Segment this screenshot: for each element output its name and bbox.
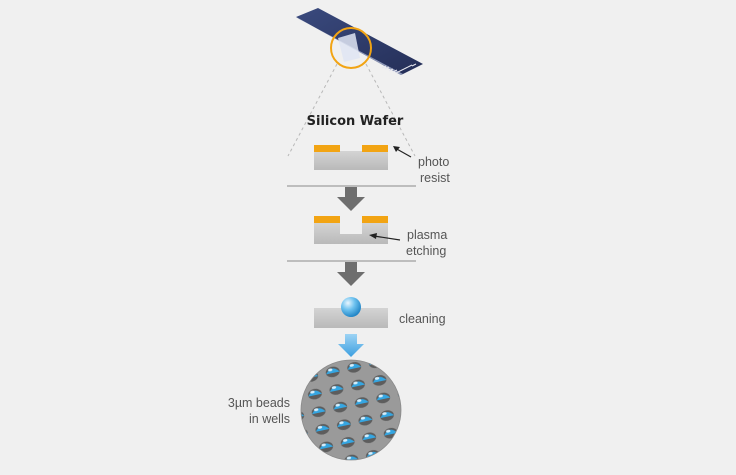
zoom-lines — [287, 63, 416, 157]
silicon-block — [314, 151, 388, 170]
diagram-title: Silicon Wafer — [306, 114, 404, 129]
highlight-ring — [330, 27, 372, 69]
step-label-cleaning: cleaning — [399, 311, 446, 327]
result-label: 3µm beads in wells — [214, 395, 290, 427]
step-photoresist — [314, 145, 412, 170]
sequencing-chip-group — [296, 8, 423, 75]
photoresist-right — [362, 216, 388, 223]
chip-barcode — [381, 63, 417, 74]
step-label-line: photo — [418, 155, 450, 169]
photoresist-right — [362, 145, 388, 152]
bead-sphere — [341, 297, 361, 317]
etched-silicon-block — [314, 223, 388, 244]
chip-sensor-reflection — [338, 33, 360, 62]
step-label-line: resist — [420, 171, 450, 185]
step-plasma-etching — [314, 216, 401, 244]
step-label-line: cleaning — [399, 312, 446, 326]
step-label-line: etching — [406, 244, 447, 258]
step-label-photoresist: photo resist — [418, 154, 450, 186]
step-cleaning — [314, 297, 388, 328]
down-arrow-icon — [337, 187, 365, 211]
photoresist-left — [314, 145, 340, 152]
sequencing-chip — [296, 8, 423, 75]
photoresist-left — [314, 216, 340, 223]
step-label-plasma-etching: plasma etching — [406, 227, 447, 259]
blue-down-arrow-icon — [338, 334, 364, 357]
result-label-line: in wells — [249, 412, 290, 426]
result-label-line: 3µm beads — [227, 396, 290, 410]
step-label-line: plasma — [407, 228, 448, 242]
down-arrow-icon — [337, 262, 365, 286]
beads-in-wells-closeup — [300, 359, 402, 461]
silicon-block — [314, 308, 388, 328]
pointer-arrowhead — [393, 146, 400, 152]
pointer-arrowhead — [369, 233, 377, 239]
pointer-line — [373, 235, 401, 241]
